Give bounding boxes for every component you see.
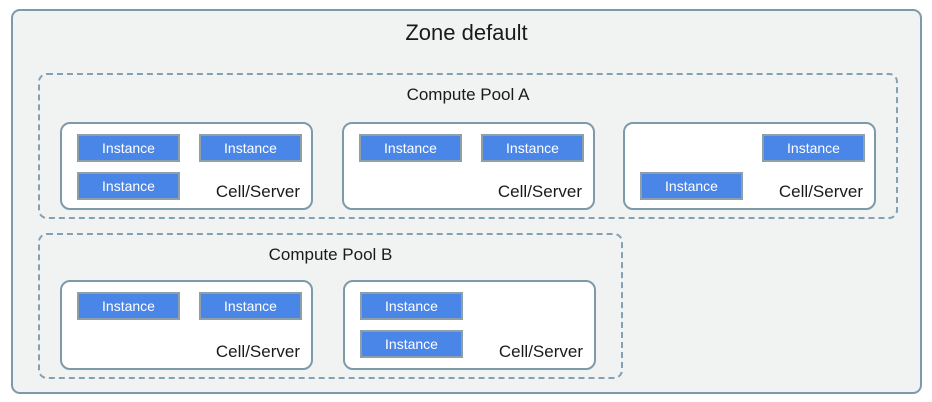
instance-chip: Instance <box>77 134 180 162</box>
zone-title: Zone default <box>405 20 528 45</box>
pool-b-title: Compute Pool B <box>268 245 393 264</box>
instance-chip: Instance <box>762 134 865 162</box>
instance-chip: Instance <box>199 292 302 320</box>
cell-server-box: Instance Instance Cell/Server <box>60 280 313 370</box>
cell-server-label: Cell/Server <box>778 182 863 201</box>
cell-server-box: Instance Instance Instance Cell/Server <box>60 122 313 210</box>
pool-b-box: Compute Pool B Instance Instance Cell/Se… <box>38 233 623 379</box>
instance-chip: Instance <box>360 330 463 358</box>
cell-server-box: Instance Instance Cell/Server <box>623 122 876 210</box>
instance-chip: Instance <box>77 292 180 320</box>
zone-box: Zone default Compute Pool A Instance Ins… <box>11 9 922 394</box>
cell-server-box: Instance Instance Cell/Server <box>343 280 596 370</box>
pool-a-box: Compute Pool A Instance Instance Instanc… <box>38 73 898 219</box>
cell-server-label: Cell/Server <box>498 342 583 361</box>
instance-chip: Instance <box>359 134 462 162</box>
cell-server-label: Cell/Server <box>215 342 300 361</box>
instance-chip: Instance <box>77 172 180 200</box>
cell-server-label: Cell/Server <box>215 182 300 201</box>
cell-server-box: Instance Instance Cell/Server <box>342 122 595 210</box>
pool-a-title: Compute Pool A <box>406 85 530 104</box>
instance-chip: Instance <box>199 134 302 162</box>
instance-chip: Instance <box>360 292 463 320</box>
instance-chip: Instance <box>481 134 584 162</box>
instance-chip: Instance <box>640 172 743 200</box>
cell-server-label: Cell/Server <box>497 182 582 201</box>
